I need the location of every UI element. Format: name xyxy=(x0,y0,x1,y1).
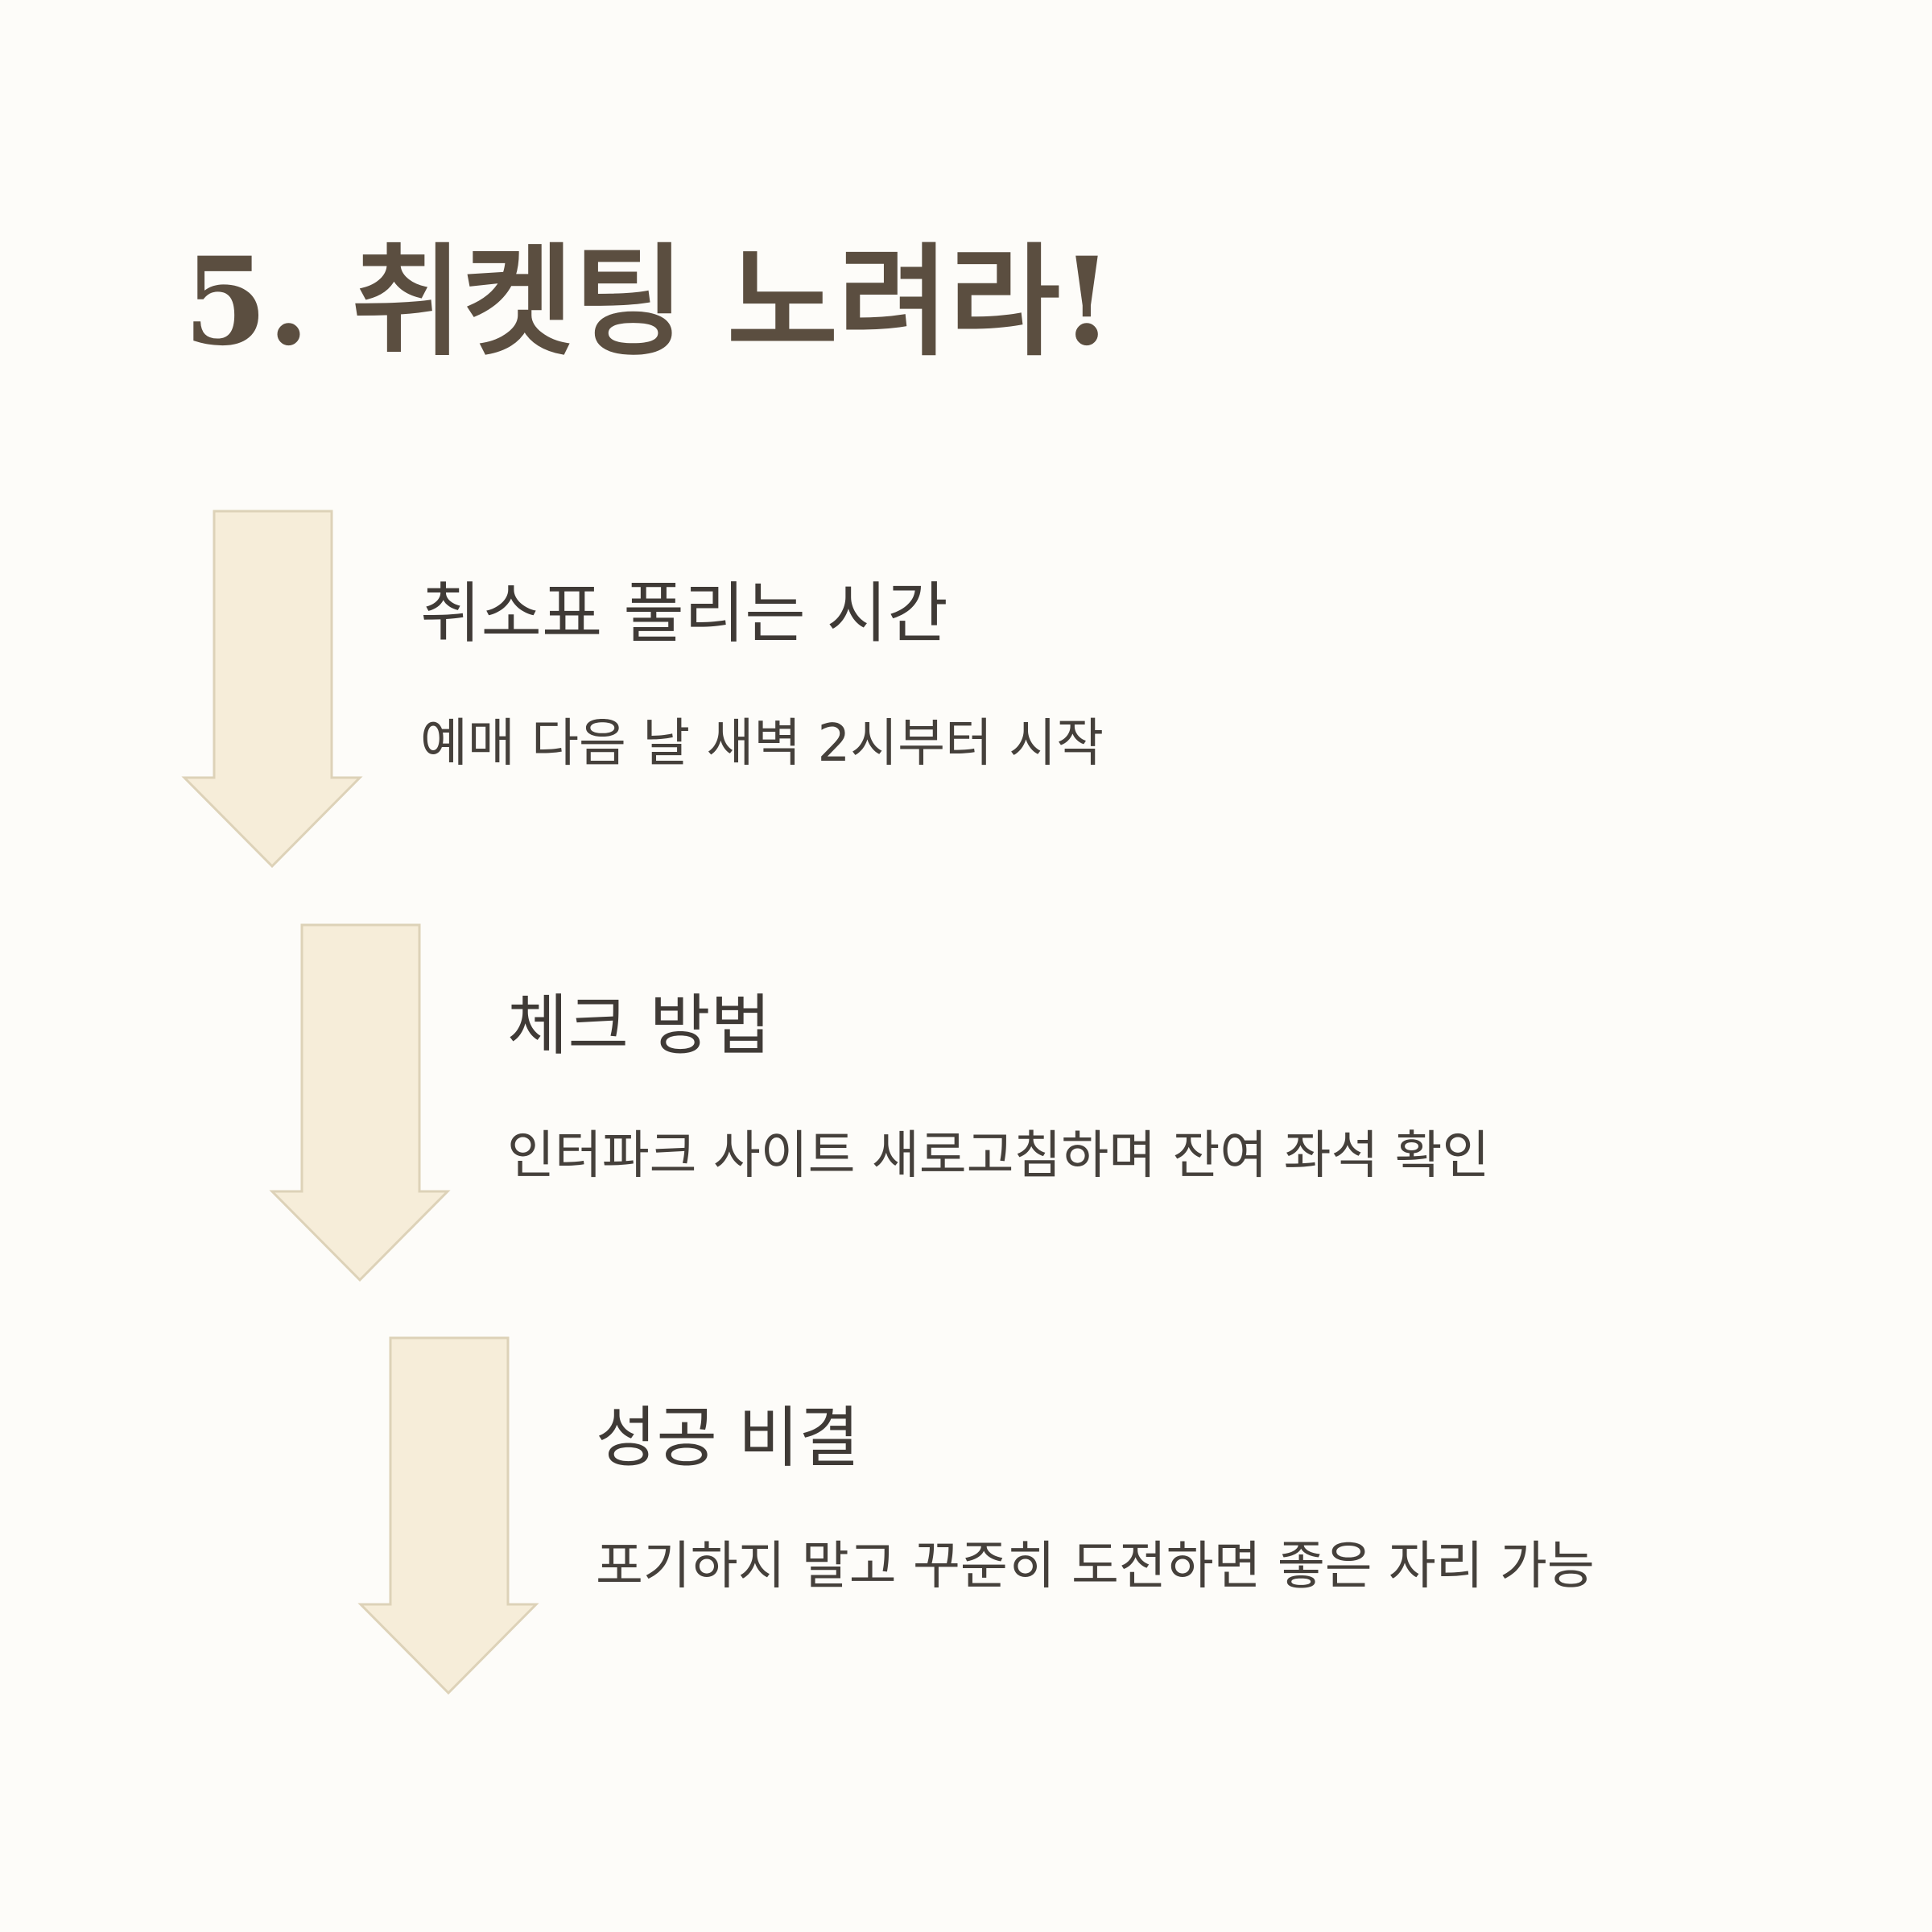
step-description: 포기하지 말고 꾸준히 도전하면 좋은 자리 가능 xyxy=(596,1537,1595,1596)
step-heading: 성공 비결 xyxy=(596,1400,860,1476)
step-heading: 취소표 풀리는 시간 xyxy=(420,576,948,652)
down-arrow-icon xyxy=(357,1336,539,1695)
step-description: 예매 다음 날 새벽 2시부터 시작 xyxy=(420,714,1104,774)
down-arrow-icon xyxy=(181,510,363,869)
step-description: 인터파크 사이트 새로고침하며 잔여 좌석 확인 xyxy=(507,1126,1490,1186)
down-arrow-icon xyxy=(269,923,451,1282)
step-heading: 체크 방법 xyxy=(507,988,771,1064)
page-title: 5. 취켓팅 노려라! xyxy=(184,231,1113,373)
